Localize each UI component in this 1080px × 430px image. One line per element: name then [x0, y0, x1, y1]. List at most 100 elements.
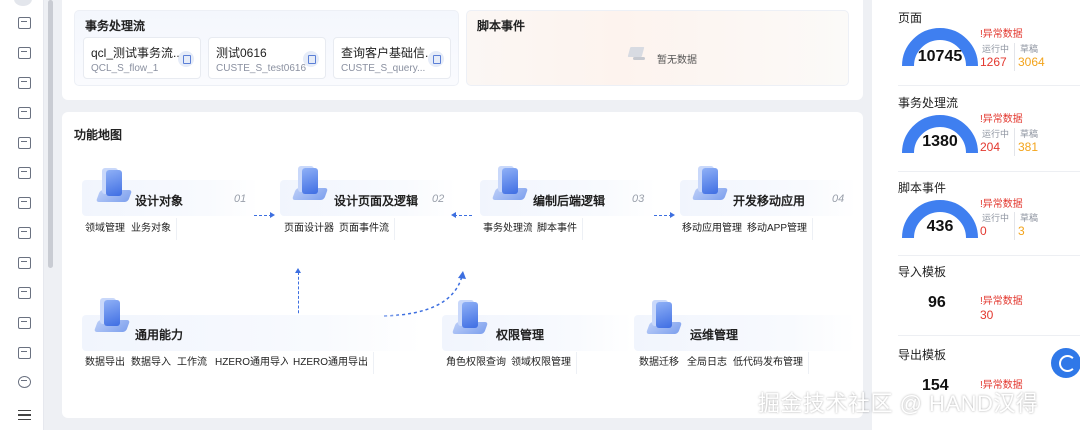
monitor-icon[interactable]: [18, 376, 31, 388]
script-events-block: 脚本事件 暂无数据: [466, 10, 849, 86]
tag-link[interactable]: 数据迁移: [634, 352, 685, 374]
draft-count: 381: [1018, 140, 1039, 154]
stat-card-pages[interactable]: 页面 10745 !异常数据 运行中 1267 草稿 3064: [898, 0, 1080, 86]
tag-link[interactable]: 低代码发布管理: [728, 352, 809, 374]
stat-card-export-template[interactable]: 导出模板 154 !异常数据: [898, 336, 1080, 430]
flow-card-name: 查询客户基础信...: [341, 46, 436, 60]
tag-link[interactable]: 脚本事件: [532, 218, 583, 240]
image-icon[interactable]: [18, 197, 31, 209]
gauge-chart: [902, 200, 978, 238]
empty-text: 暂无数据: [657, 55, 697, 66]
module-title: 编制后端逻辑: [533, 194, 606, 208]
stat-card-transaction-flow[interactable]: 事务处理流 1380 !异常数据 运行中 204 草稿 381: [898, 86, 1080, 172]
abnormal-link[interactable]: !异常数据: [980, 29, 1023, 40]
tag-link[interactable]: 移动APP管理: [742, 218, 814, 240]
transaction-flow-block: 事务处理流 qcl_测试事务流... QCL_S_flow_1 测试0616 C…: [74, 10, 459, 86]
draft-label: 草稿: [1020, 213, 1039, 223]
module-title: 通用能力: [135, 328, 184, 342]
design-page-icon: [291, 164, 329, 202]
running-count: 1267: [980, 55, 1007, 69]
flow-arrow: [295, 268, 301, 318]
list-icon[interactable]: [18, 167, 31, 179]
flow-card[interactable]: 查询客户基础信... CUSTE_S_query...: [333, 37, 451, 79]
tag-link[interactable]: 领域权限管理: [506, 352, 577, 374]
empty-box-icon: [627, 45, 647, 61]
layers-icon[interactable]: [18, 137, 31, 149]
running-label: 运行中: [982, 44, 1010, 54]
doc-icon: [178, 51, 194, 67]
stat-card-script-events[interactable]: 脚本事件 436 !异常数据 运行中 0 草稿 3: [898, 172, 1080, 256]
module-number: 01: [234, 193, 247, 205]
running-count: 204: [980, 140, 1001, 154]
tag-link[interactable]: 事务处理流: [478, 218, 539, 240]
tag-link[interactable]: 页面设计器: [279, 218, 340, 240]
layout-icon[interactable]: [18, 287, 31, 299]
collapse-menu-icon[interactable]: [18, 410, 31, 420]
abnormal-link[interactable]: !异常数据: [980, 199, 1023, 210]
design-object-icon: [95, 166, 133, 204]
abnormal-link[interactable]: !异常数据: [980, 380, 1023, 391]
stat-value: 10745: [917, 48, 963, 65]
flow-card[interactable]: 测试0616 CUSTE_S_test0616: [208, 37, 326, 79]
doc-icon: [428, 51, 444, 67]
avatar[interactable]: [14, 0, 32, 6]
dashboard-icon[interactable]: [18, 17, 31, 29]
scrollbar[interactable]: [48, 0, 53, 268]
abnormal-link[interactable]: !异常数据: [980, 114, 1023, 125]
flow-arrow: [654, 212, 675, 218]
tag-link[interactable]: 工作流: [172, 352, 213, 374]
stat-value: 1380: [922, 133, 958, 150]
calendar-icon[interactable]: [18, 47, 31, 59]
tag-link[interactable]: HZERO通用导入: [210, 352, 296, 374]
permission-icon: [451, 298, 489, 336]
recent-panel: 事务处理流 qcl_测试事务流... QCL_S_flow_1 测试0616 C…: [62, 0, 863, 100]
flow-card-name: 测试0616: [216, 46, 267, 60]
stat-label: 脚本事件: [898, 181, 947, 195]
function-map-title: 功能地图: [74, 128, 123, 142]
running-count: 0: [980, 224, 987, 238]
abnormal-count: 30: [980, 308, 994, 322]
stat-card-import-template[interactable]: 导入模板 96 !异常数据 30: [898, 256, 1080, 336]
watermark: 掘金技术社区 @ HAND汉得: [758, 391, 1039, 416]
flow-card[interactable]: qcl_测试事务流... QCL_S_flow_1: [83, 37, 201, 79]
tag-link[interactable]: 数据导出: [80, 352, 131, 374]
draft-label: 草稿: [1020, 44, 1039, 54]
gauge-chart: [902, 115, 978, 153]
script-events-title: 脚本事件: [477, 19, 526, 33]
assistant-float-button[interactable]: [1051, 348, 1080, 378]
import-icon[interactable]: [18, 227, 31, 239]
abnormal-link[interactable]: !异常数据: [980, 296, 1023, 307]
stat-label: 事务处理流: [898, 96, 959, 110]
mobile-app-icon: [691, 164, 729, 202]
stats-column: 页面 10745 !异常数据 运行中 1267 草稿 3064 事务处理流 13…: [872, 0, 1080, 430]
ops-management-icon: [645, 298, 683, 336]
photo-icon[interactable]: [18, 347, 31, 359]
tag-link[interactable]: HZERO通用导出: [288, 352, 374, 374]
doc-icon: [303, 51, 319, 67]
function-map-panel: 功能地图 设计对象 01 领域管理 业务对象 设计页面及逻辑 02 页面设计器 …: [62, 112, 863, 418]
tag-link[interactable]: 全局日志: [682, 352, 733, 374]
flow-arrow: [254, 212, 275, 218]
tag-link[interactable]: 领域管理: [80, 218, 131, 240]
module-title: 设计页面及逻辑: [334, 194, 419, 208]
module-title: 设计对象: [135, 194, 184, 208]
module-number: 02: [432, 193, 445, 205]
left-nav-rail: [0, 0, 44, 430]
tag-link[interactable]: 页面事件流: [334, 218, 395, 240]
table-icon[interactable]: [18, 257, 31, 269]
flow-card-code: QCL_S_flow_1: [91, 63, 159, 74]
backend-logic-icon: [491, 164, 529, 202]
mail-icon[interactable]: [18, 77, 31, 89]
tag-link[interactable]: 业务对象: [126, 218, 177, 240]
tag-link[interactable]: 移动应用管理: [677, 218, 748, 240]
stat-label: 导出模板: [898, 348, 947, 362]
settings-panel-icon[interactable]: [18, 317, 31, 329]
module-number: 03: [632, 193, 645, 205]
general-ability-icon: [93, 296, 131, 334]
stat-label: 页面: [898, 11, 923, 25]
tag-link[interactable]: 角色权限查询: [441, 352, 512, 374]
gauge-chart: [902, 28, 978, 66]
folder-icon[interactable]: [18, 107, 31, 119]
stat-value: 96: [928, 294, 946, 311]
tag-link[interactable]: 数据导入: [126, 352, 177, 374]
